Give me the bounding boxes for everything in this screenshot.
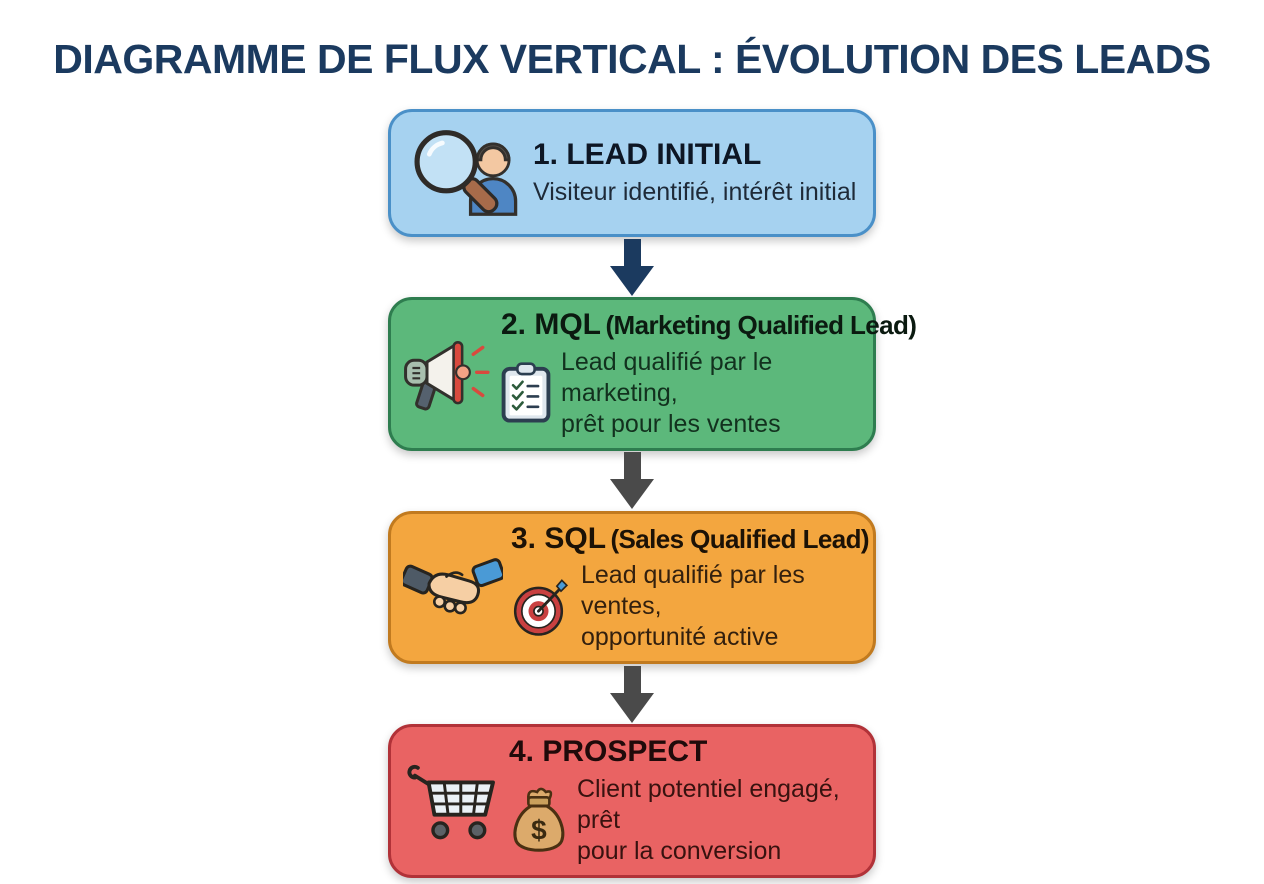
handshake-icon [403, 553, 503, 621]
stage-description: Lead qualifié par le marketing,prêt pour… [561, 347, 781, 438]
flow-arrow-down-icon [610, 451, 654, 511]
stage-title: 3. SQL (Sales Qualified Lead) [511, 521, 870, 555]
money-bag-icon: $ [509, 785, 567, 855]
magnifier-user-icon [403, 120, 525, 226]
stage-mql: 2. MQL (Marketing Qualified Lead) Lead q… [388, 297, 917, 451]
flow-arrow-down-icon [610, 237, 654, 297]
stage-description: Visiteur identifié, intérêt initial [533, 177, 857, 206]
lead-flow-diagram: 1. LEAD INITIAL Visiteur identifié, inté… [388, 109, 917, 878]
stage-lead-initial: 1. LEAD INITIAL Visiteur identifié, inté… [388, 109, 876, 237]
stage-title: 4. PROSPECT [509, 735, 708, 768]
stage-description: Lead qualifié par les ventes,opportunité… [581, 561, 805, 651]
flow-arrow-down-icon [610, 664, 654, 724]
stage-prospect: 4. PROSPECT $ Client potentiel engagé, p… [388, 724, 876, 878]
checklist-icon [501, 362, 551, 424]
stage-sql: 3. SQL (Sales Qualified Lead) Lead quali… [388, 510, 876, 664]
target-icon [511, 577, 571, 637]
megaphone-icon [403, 330, 493, 418]
stage-title: 2. MQL (Marketing Qualified Lead) [501, 308, 917, 341]
svg-text:$: $ [531, 814, 547, 845]
page-title: DIAGRAMME DE FLUX VERTICAL : ÉVOLUTION D… [53, 36, 1211, 82]
shopping-cart-icon [403, 760, 501, 842]
stage-title: 1. LEAD INITIAL [533, 138, 762, 172]
